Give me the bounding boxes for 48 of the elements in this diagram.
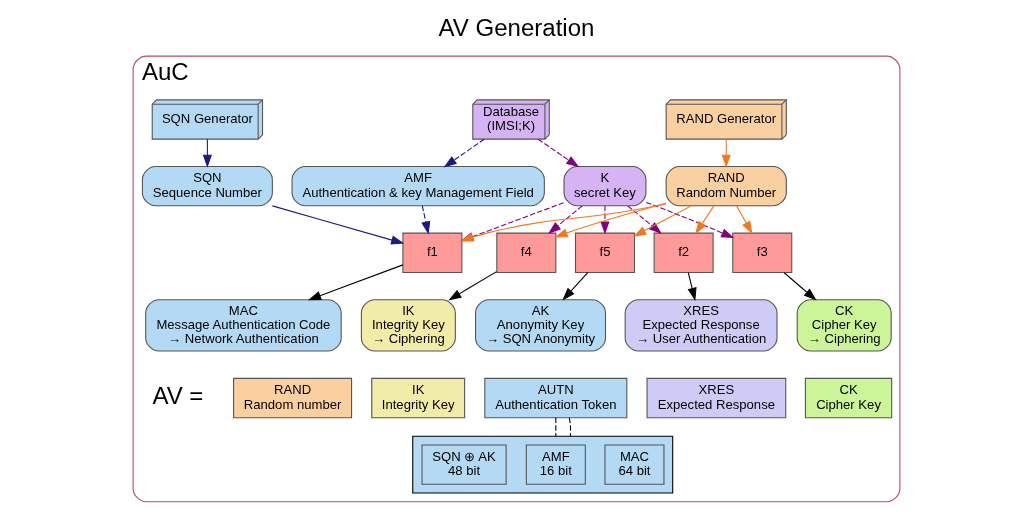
node-box: K secret Key <box>563 165 647 207</box>
arrow <box>460 202 565 242</box>
arrow <box>736 205 753 235</box>
node-box: f5 <box>574 232 635 273</box>
arrow <box>562 272 589 301</box>
node-box: f3 <box>732 232 793 273</box>
cluster <box>412 435 674 494</box>
node-box: f4 <box>496 232 557 273</box>
node-box: RAND Random number <box>233 377 353 419</box>
arrow <box>202 138 212 168</box>
node-box: AUTN Authentication Token <box>484 377 628 419</box>
arrow <box>627 205 662 234</box>
node-box: XRES Expected Response <box>646 377 787 419</box>
arrow <box>537 138 580 168</box>
arrow <box>443 138 485 168</box>
node-box: CK Cipher Key → Ciphering <box>796 299 892 352</box>
node-box: f1 <box>402 232 463 273</box>
node-box: f2 <box>653 232 714 273</box>
node-box: IK Integrity Key <box>371 377 466 419</box>
node-box: IK Integrity Key → Ciphering <box>360 299 456 352</box>
arrow <box>721 138 731 168</box>
connector <box>568 417 572 437</box>
node-box: SQN ⊕ AK 48 bit <box>421 444 507 485</box>
arrow <box>695 205 715 235</box>
arrow <box>307 264 404 301</box>
node-box: XRES Expected Response → User Authentication <box>624 299 778 352</box>
arrow <box>271 205 405 245</box>
arrow <box>421 205 431 235</box>
node-box: CK Cipher Key <box>804 377 893 419</box>
arrow <box>783 272 817 301</box>
arrow <box>448 271 498 301</box>
arrow <box>633 205 692 237</box>
arrow <box>645 201 735 239</box>
arrow <box>600 205 610 235</box>
node-box: MAC Message Authentication Code → Network Authentication <box>145 299 342 352</box>
node-box: MAC 64 bit <box>604 444 665 485</box>
diagram-title: AV Generation <box>438 14 595 42</box>
arrow <box>687 272 697 301</box>
node-box: AMF Authentication & key Management Field <box>291 165 545 207</box>
label: AV = <box>152 382 204 410</box>
arrow <box>554 202 667 238</box>
node-box: SQN Sequence Number <box>141 165 273 207</box>
arrow <box>548 205 583 234</box>
arrow <box>460 203 667 242</box>
connector <box>555 417 557 437</box>
node-box: RAND Random Number <box>665 165 787 207</box>
node-box: AMF 16 bit <box>525 444 586 485</box>
node-box: AK Anonymity Key → SQN Anonymity <box>475 299 607 352</box>
